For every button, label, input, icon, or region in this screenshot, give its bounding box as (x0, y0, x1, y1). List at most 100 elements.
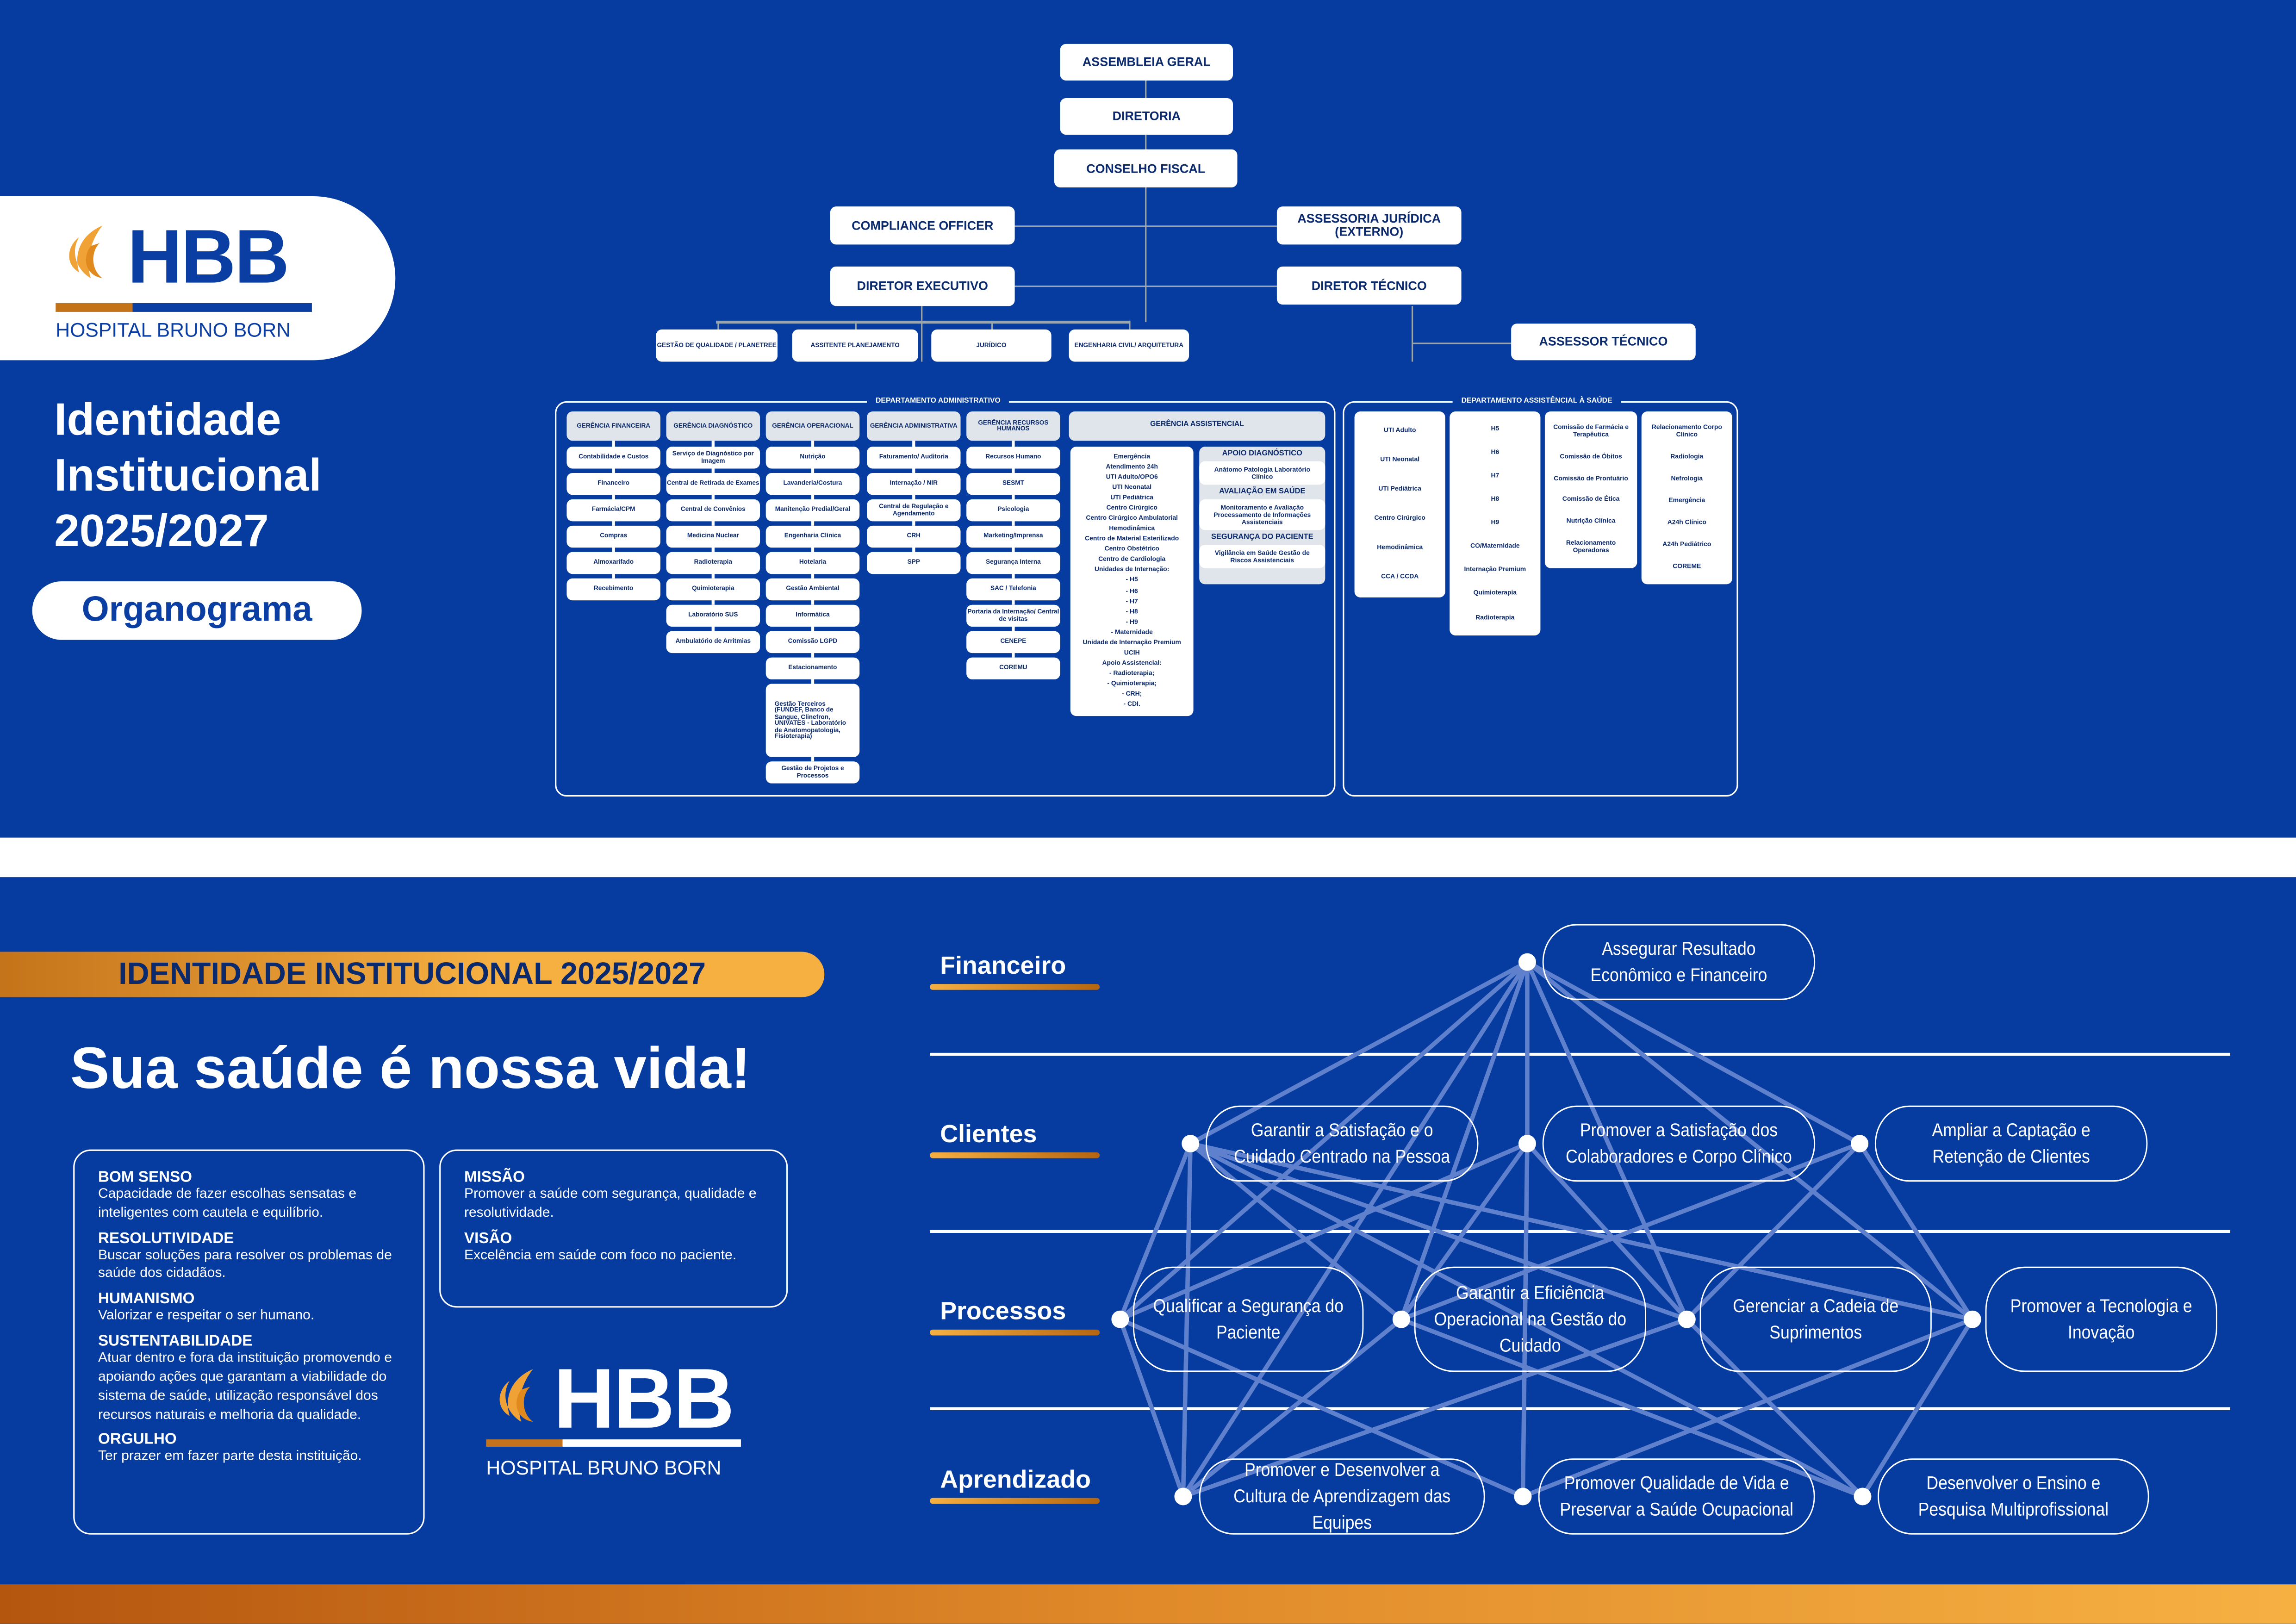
connector (1145, 81, 1147, 323)
logo-wordmark: HBB (127, 215, 289, 300)
connector (1012, 493, 1015, 499)
admin-item: SESMT (966, 473, 1060, 495)
vision-text: Excelência em saúde com foco no paciente… (464, 1247, 737, 1263)
assistencial-item: UTI Neonatal (1112, 483, 1152, 491)
assistencial-item: - H7 (1126, 597, 1138, 604)
admin-item: Comissão LGPD (765, 631, 860, 653)
assistencial-item: - H9 (1126, 617, 1138, 625)
admin-item: COREMU (966, 657, 1060, 680)
connector (612, 572, 615, 579)
connector (811, 755, 815, 762)
admin-department-title: DEPARTAMENTO ADMINISTRATIVO (867, 397, 1009, 406)
strategy-link (1182, 1317, 1688, 1499)
health-item: H9 (1491, 518, 1500, 526)
assessor-tecnico-box: ASSESSOR TÉCNICO (1511, 324, 1696, 361)
assistencial-item: - Radioterapia; (1109, 669, 1155, 676)
admin-item: Medicina Nuclear (666, 525, 760, 548)
health-item: UTI Neonatal (1380, 455, 1420, 463)
connector (912, 467, 915, 473)
perspective-underline (930, 1498, 1100, 1504)
assistencial-group-body: Monitoramento e Avaliação Processamento … (1199, 499, 1325, 530)
admin-column-header: GERÊNCIA FINANCEIRA (566, 411, 660, 441)
connector (1012, 599, 1015, 605)
compliance-box: COMPLIANCE OFFICER (830, 206, 1015, 245)
health-item: UTI Pediátrica (1378, 485, 1422, 492)
strategy-objective: Assegurar Resultado Econômico e Financei… (1542, 924, 1816, 1000)
assistencial-item: Atendimento 24h (1106, 463, 1158, 471)
admin-item: Contabilidade e Custos (566, 446, 660, 469)
admin-item: Faturamento/ Auditoria (867, 446, 961, 469)
admin-item: Estacionamento (765, 657, 860, 680)
connector (912, 520, 915, 526)
admin-item: Gestão Terceiros (FUNDEF, Banco de Sangu… (765, 684, 860, 757)
admin-department: DEPARTAMENTO ADMINISTRATIVO (555, 397, 1336, 797)
admin-item: Ambulatório de Arritmias (666, 631, 760, 653)
assistencial-group-title: SEGURANÇA DO PACIENTE (1211, 533, 1313, 542)
node-dot (1518, 953, 1536, 971)
strategy-objective: Promover a Tecnologia e Inovação (1985, 1266, 2217, 1372)
logo-subtitle: HOSPITAL BRUNO BORN (486, 1457, 722, 1479)
admin-item: Central de Convênios (666, 499, 760, 522)
strategy-link (1189, 960, 1529, 1146)
assistencial-item: - CRH; (1122, 689, 1142, 697)
admin-item: Almoxarifado (566, 552, 660, 574)
node-dot (1518, 1135, 1536, 1152)
value-title: ORGULHO (98, 1431, 177, 1449)
footer-bar (0, 1584, 2296, 1624)
organograma-badge: Organograma (32, 581, 362, 640)
admin-item: Gestão Ambiental (765, 578, 860, 601)
connector (855, 320, 857, 330)
value-title: BOM SENSO (98, 1168, 193, 1186)
admin-item: Engenharia Clínica (765, 525, 860, 548)
node-dot (1514, 1487, 1532, 1506)
health-item: Internação Premium (1464, 566, 1526, 573)
admin-item: Segurança Interna (966, 552, 1060, 574)
logo-pill: HBB HOSPITAL BRUNO BORN (0, 196, 396, 361)
assistencial-item: Centro Obstétrico (1104, 545, 1159, 553)
connector (811, 467, 815, 473)
assistencial-item: Unidades de Internação: (1095, 566, 1170, 573)
assistencial-item: - CDI. (1123, 699, 1140, 707)
assistencial-item: Centro Cirúrgico (1106, 504, 1157, 511)
admin-item: SPP (867, 552, 961, 574)
mission-text: Promover a saúde com segurança, qualidad… (464, 1186, 757, 1221)
connector (612, 520, 615, 526)
connector (811, 546, 815, 552)
node-dot (1854, 1487, 1872, 1506)
admin-item: Financeiro (566, 473, 660, 495)
perspective-underline (930, 1329, 1100, 1336)
connector (1411, 306, 1413, 362)
strategy-link (1526, 960, 1861, 1146)
assistencial-item: - Maternidade (1111, 628, 1153, 635)
staff-box: GESTÃO DE QUALIDADE / PLANETREE (656, 329, 778, 362)
connector (716, 320, 718, 330)
admin-item: Manitenção Predial/Geral (765, 499, 860, 522)
admin-item: Recursos Humano (966, 446, 1060, 469)
diretor-tecnico-box: DIRETOR TÉCNICO (1276, 266, 1462, 305)
admin-item: Central de Retirada de Exames (666, 473, 760, 495)
admin-item: Serviço de Diagnóstico por Imagem (666, 446, 760, 469)
health-item: Emergência (1668, 496, 1705, 504)
strategy-link (1860, 1318, 1974, 1498)
hbb-logo: HBB HOSPITAL BRUNO BORN (486, 1351, 744, 1486)
strategy-link (1118, 1143, 1193, 1320)
connector (1012, 441, 1015, 447)
connector (912, 546, 915, 552)
connector (711, 599, 715, 605)
assistencial-item: Centro de Material Esterilizado (1085, 535, 1179, 542)
connector (811, 493, 815, 499)
value-title: HUMANISMO (98, 1290, 195, 1308)
node-dot (1678, 1310, 1696, 1328)
health-item: Quimioterapia (1473, 589, 1517, 597)
strategy-objective: Promover e Desenvolver a Cultura de Apre… (1199, 1458, 1485, 1535)
assistencial-item: Emergência (1114, 452, 1151, 460)
connector (711, 441, 715, 447)
mission-title: MISSÃO (464, 1168, 525, 1186)
perspective-clientes: Clientes (940, 1120, 1037, 1148)
connector (811, 599, 815, 605)
health-item: Nefrologia (1671, 474, 1703, 482)
